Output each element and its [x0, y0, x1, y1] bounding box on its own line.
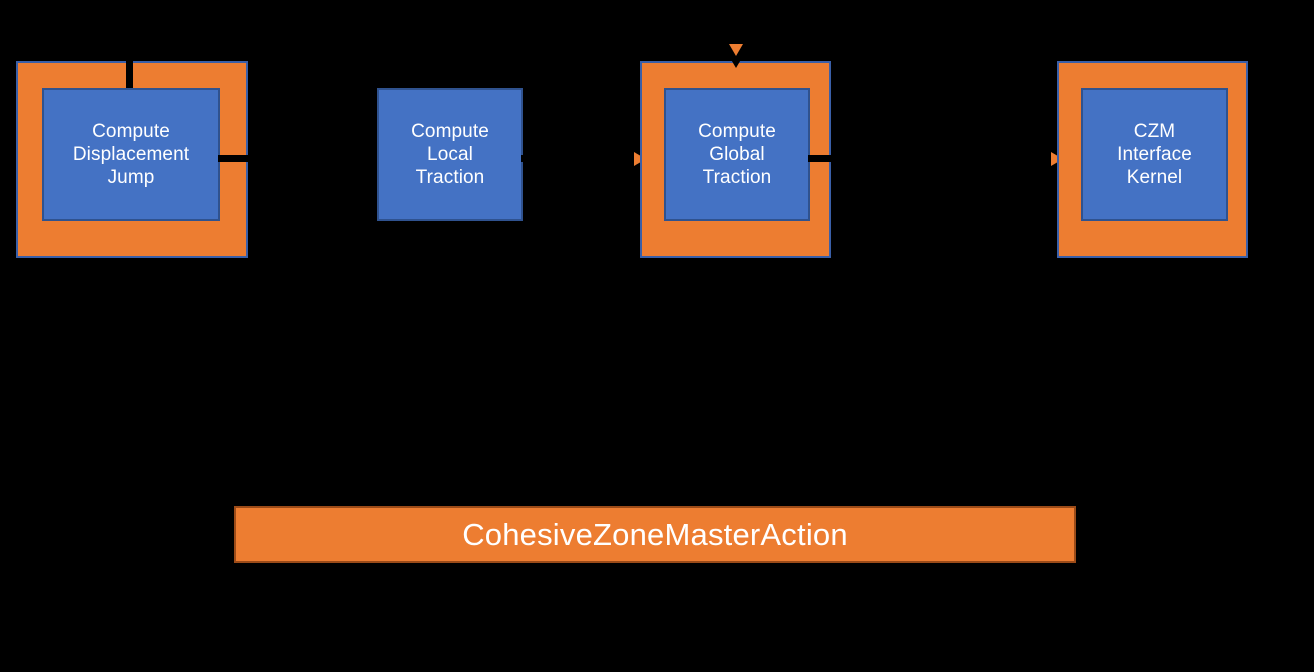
connector-into-displacement-jump-top	[126, 38, 133, 91]
node-czm-interface-kernel[interactable]: CZM Interface Kernel	[1081, 88, 1228, 221]
connector-out-global-traction-right	[808, 155, 833, 162]
node-compute-global-traction[interactable]: Compute Global Traction	[664, 88, 810, 221]
node-compute-local-traction[interactable]: Compute Local Traction	[377, 88, 523, 221]
connector-out-displacement-jump-right	[218, 155, 250, 162]
arrowhead-into-global-traction-top	[723, 44, 749, 68]
connector-local-to-global-traction	[521, 155, 646, 162]
node-compute-displacement-jump[interactable]: Compute Displacement Jump	[42, 88, 220, 221]
connector-global-traction-to-czm-kernel	[1020, 155, 1062, 162]
banner-cohesive-zone-master-action[interactable]: CohesiveZoneMasterAction	[234, 506, 1076, 563]
